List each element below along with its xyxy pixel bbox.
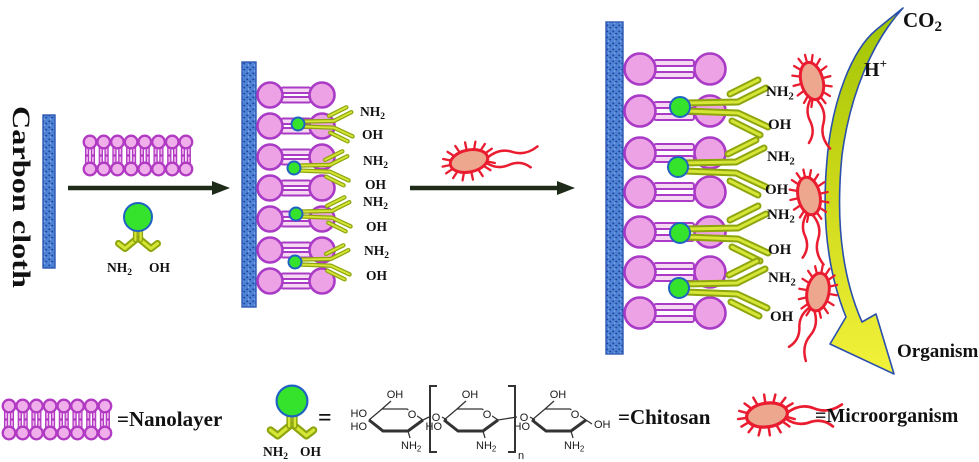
svg-text:OH: OH bbox=[365, 177, 387, 192]
svg-text:NH2: NH2 bbox=[364, 243, 389, 261]
carbon-cloth-label: Carbon cloth bbox=[7, 106, 34, 288]
svg-text:NH2: NH2 bbox=[766, 84, 794, 103]
legend-nanolayer-icon bbox=[3, 400, 112, 440]
svg-text:OH: OH bbox=[768, 117, 792, 133]
reagent-oh-label: OH bbox=[149, 260, 171, 275]
reagent-nh2-label: NH2 bbox=[107, 260, 132, 278]
svg-text:NH2: NH2 bbox=[768, 270, 796, 289]
svg-text:OH: OH bbox=[765, 182, 789, 198]
reaction-arrow-2 bbox=[410, 181, 575, 195]
middle-membrane-assembly bbox=[256, 81, 353, 295]
svg-text:OH: OH bbox=[366, 219, 388, 234]
right-membrane-assembly bbox=[623, 52, 769, 330]
terminal-oh-label: OH bbox=[594, 419, 611, 431]
carbon-cloth-bar-left bbox=[42, 114, 56, 269]
legend-equals-sign: = bbox=[318, 405, 332, 431]
organism-label: Organism bbox=[897, 341, 978, 362]
chitosan-structure: HO O O n OH bbox=[349, 385, 611, 462]
nanolayer-icon-top bbox=[84, 136, 193, 176]
glycosidic-o-2: O bbox=[520, 412, 529, 424]
microbe-free bbox=[437, 126, 543, 187]
carbon-cloth-bar-middle bbox=[241, 61, 257, 308]
extra-ho-label: HO bbox=[351, 408, 368, 420]
svg-text:OH: OH bbox=[768, 242, 792, 258]
co2-label: CO2 bbox=[903, 8, 942, 35]
middle-functional-group-labels: NH2 OH NH2 OH NH2 OH NH2 OH bbox=[360, 104, 389, 283]
svg-text:NH2: NH2 bbox=[360, 104, 385, 122]
legend-chitosan-icon bbox=[271, 386, 314, 436]
svg-text:NH2: NH2 bbox=[363, 194, 388, 212]
right-functional-group-labels: NH2 OH NH2 OH NH2 OH NH2 OH bbox=[765, 84, 796, 325]
legend-nanolayer-label: =Nanolayer bbox=[117, 407, 222, 431]
co2-organism-ribbon-arrow bbox=[824, 7, 904, 375]
svg-text:NH2: NH2 bbox=[767, 207, 795, 226]
svg-text:OH: OH bbox=[770, 309, 794, 325]
glycosidic-o-1: O bbox=[432, 412, 441, 424]
legend-chitosan-oh: OH bbox=[300, 444, 322, 459]
svg-text:NH2: NH2 bbox=[363, 153, 388, 171]
svg-text:OH: OH bbox=[362, 127, 384, 142]
legend-microorganism-label: =Microorganism bbox=[815, 405, 959, 427]
legend-chitosan-nh2: NH2 bbox=[263, 444, 288, 462]
svg-text:OH: OH bbox=[366, 268, 388, 283]
chitosan-reagent-icon bbox=[119, 203, 158, 249]
legend-chitosan-label: =Chitosan bbox=[618, 405, 711, 429]
reaction-arrow-1 bbox=[68, 181, 230, 195]
carbon-cloth-bar-right bbox=[605, 21, 624, 355]
subscript-n: n bbox=[518, 450, 524, 462]
svg-text:NH2: NH2 bbox=[767, 149, 795, 168]
h-plus-label: H+ bbox=[864, 56, 887, 81]
